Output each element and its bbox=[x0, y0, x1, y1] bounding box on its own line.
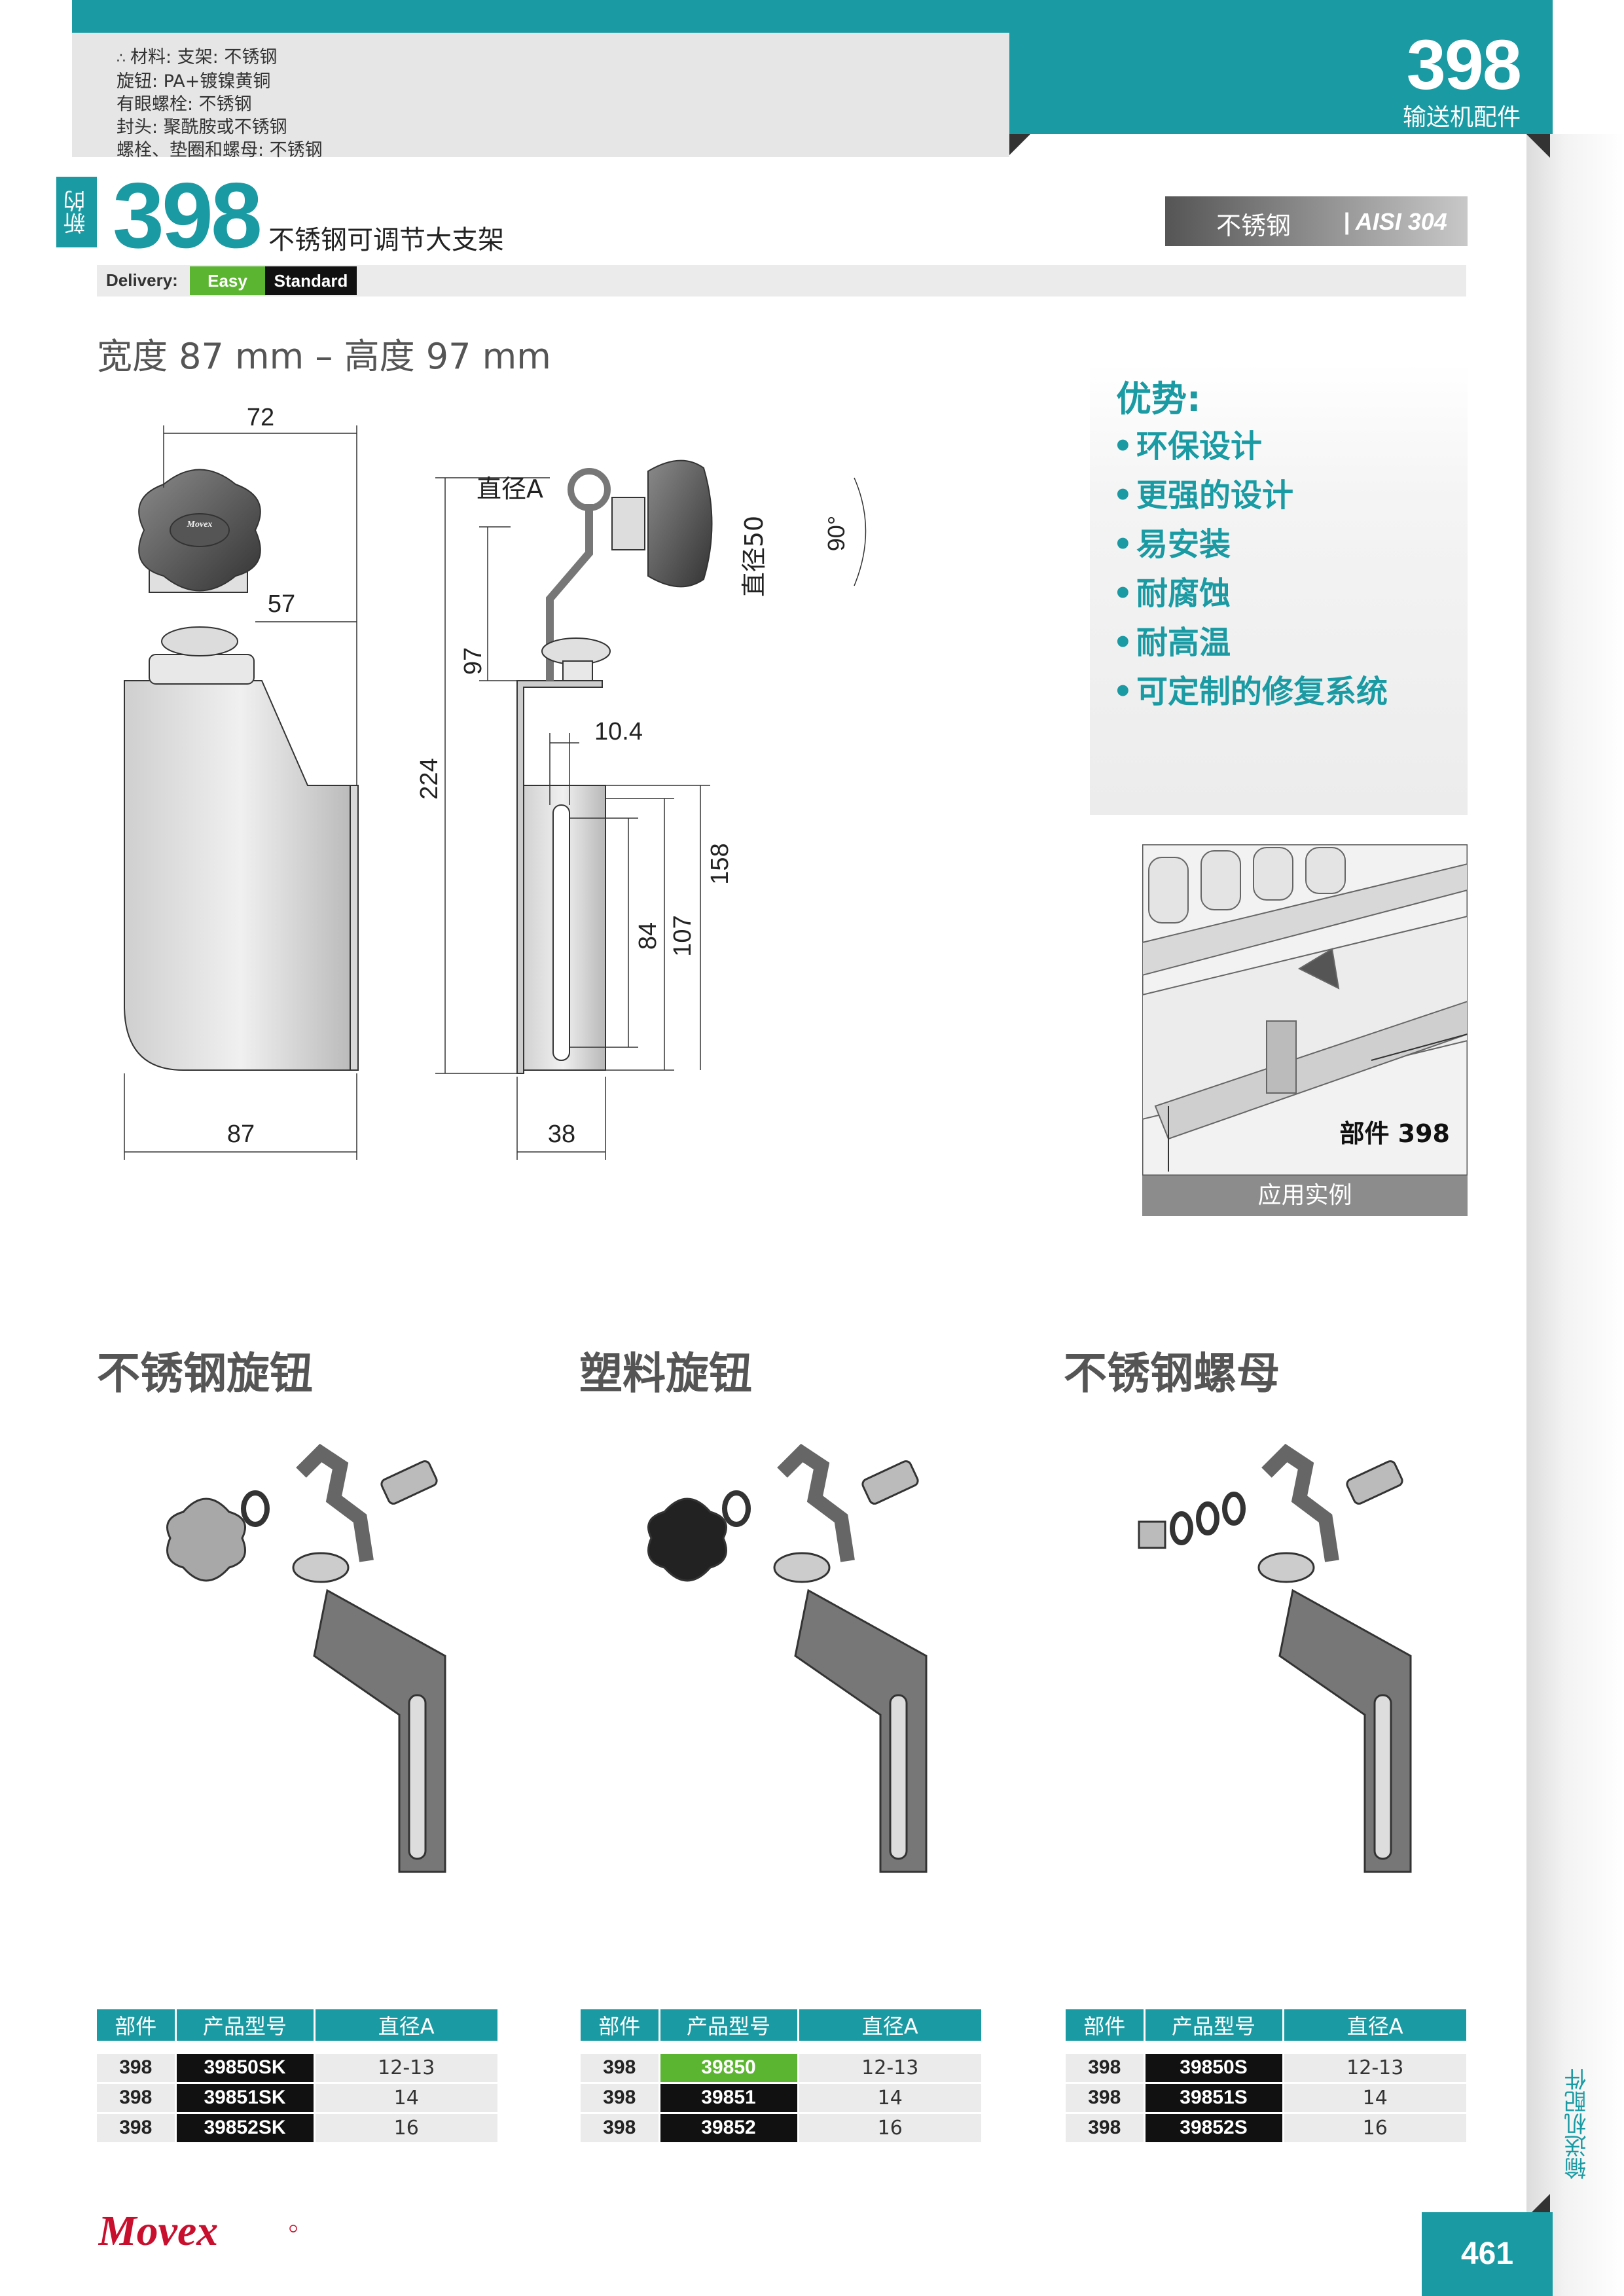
header-category: 输送机配件 bbox=[1402, 104, 1521, 131]
dimension-label: 90° bbox=[823, 516, 850, 551]
list-item: •耐高温 bbox=[1113, 624, 1231, 661]
product-image-plastic-knob bbox=[647, 1443, 928, 1873]
header-fold bbox=[1009, 134, 1030, 155]
application-part-label: 部件 398 bbox=[1339, 1119, 1450, 1148]
side-category-label: 输送机配件 bbox=[1564, 2068, 1591, 2179]
advantages-panel bbox=[1090, 363, 1468, 815]
delivery-easy-badge: Easy bbox=[190, 266, 265, 295]
list-item: •耐腐蚀 bbox=[1113, 575, 1231, 612]
size-text: 宽度 87 mm – 高度 97 mm bbox=[97, 336, 551, 377]
advantages-title: 优势: bbox=[1116, 378, 1201, 420]
dimension-label: 72 bbox=[247, 404, 274, 431]
list-item: •更强的设计 bbox=[1113, 477, 1294, 514]
product-image-stainless-knob bbox=[166, 1443, 446, 1873]
application-caption: 应用实例 bbox=[1142, 1175, 1468, 1216]
knob-logo: Movex bbox=[187, 520, 213, 529]
application-photo: 部件 398 bbox=[1142, 844, 1468, 1175]
new-badge: 新的 bbox=[56, 177, 97, 247]
list-item: •环保设计 bbox=[1113, 428, 1263, 465]
product-title: 不锈钢可调节大支架 bbox=[268, 225, 504, 255]
logo-text: Movex bbox=[98, 2209, 218, 2255]
dimension-label: 38 bbox=[548, 1121, 575, 1148]
product-number: 398 bbox=[113, 164, 262, 268]
material-cn: 不锈钢 bbox=[1216, 211, 1291, 240]
variant-title-stainless-knob: 不锈钢旋钮 bbox=[97, 1348, 313, 1399]
material-code: | AISI 304 bbox=[1343, 208, 1447, 235]
advantages-list: •环保设计 •更强的设计 •易安装 •耐腐蚀 •耐高温 •可定制的修复系统 bbox=[1113, 422, 1388, 717]
dimension-label: 224 bbox=[416, 758, 443, 799]
dimension-label: 97 bbox=[460, 647, 487, 675]
dimension-label: 87 bbox=[227, 1121, 255, 1148]
delivery-standard-badge: Standard bbox=[265, 266, 357, 295]
list-item: •可定制的修复系统 bbox=[1113, 673, 1388, 710]
material-list: ∴ 材料: 支架: 不锈钢 旋钮: PA+镀镍黄铜 有眼螺栓: 不锈钢 封头: … bbox=[117, 47, 323, 160]
page-number: 461 bbox=[1422, 2212, 1553, 2296]
rail-fold-top bbox=[1526, 134, 1550, 158]
delivery-label: Delivery: bbox=[106, 270, 178, 290]
variant-title-plastic-knob: 塑料旋钮 bbox=[579, 1348, 752, 1399]
dimension-label: 直径50 bbox=[740, 516, 768, 597]
dimension-label: 10.4 bbox=[594, 718, 643, 745]
movex-logo: Movex bbox=[98, 2209, 297, 2255]
technical-drawing: Movex 72 57 87 bbox=[124, 404, 867, 1160]
right-rail bbox=[1526, 134, 1624, 2296]
list-item: •易安装 bbox=[1113, 526, 1231, 563]
dimension-label: 158 bbox=[706, 843, 734, 884]
dimension-label: 直径A bbox=[477, 475, 543, 503]
variant-title-stainless-nut: 不锈钢螺母 bbox=[1064, 1348, 1280, 1399]
header-number: 398 bbox=[1406, 25, 1522, 104]
dimension-label: 107 bbox=[669, 915, 696, 956]
material-badge: 不锈钢 | AISI 304 bbox=[1165, 196, 1468, 246]
dimension-label: 84 bbox=[634, 922, 662, 950]
material-panel bbox=[72, 33, 1009, 157]
materials-icon: ∴ bbox=[117, 50, 130, 67]
dimension-label: 57 bbox=[268, 590, 295, 618]
product-image-stainless-nut bbox=[1138, 1443, 1412, 1873]
